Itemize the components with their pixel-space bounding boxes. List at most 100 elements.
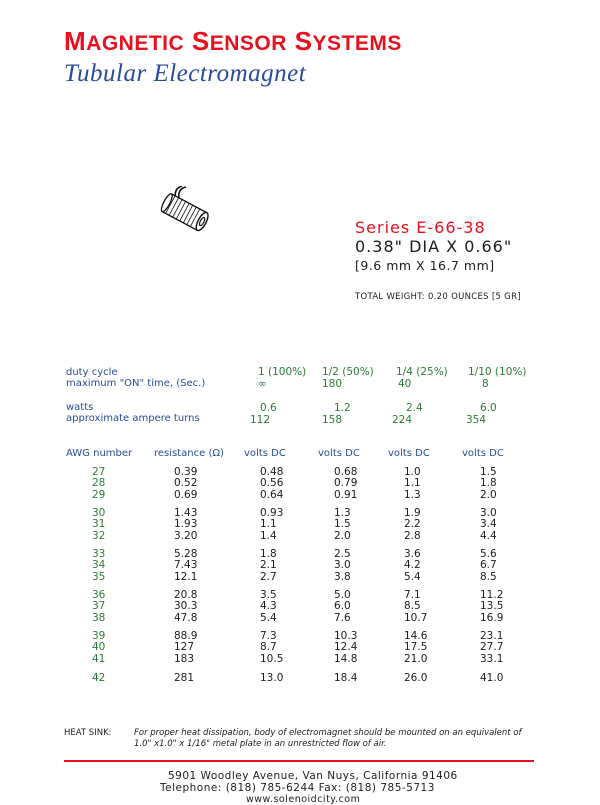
resistance-cell: 0.69 (174, 488, 198, 501)
volts-dc-cell: 0.64 (260, 488, 284, 501)
watts-value: 0.6 (260, 402, 277, 414)
volts-dc-cell: 1.8 (260, 548, 277, 560)
volts-dc-cell: 3.0 (334, 559, 351, 572)
volts-dc-cell: 27.7 (480, 641, 504, 654)
volts-dc-cell: 0.68 (334, 466, 358, 478)
awg-number-cell: 36 (92, 589, 106, 601)
volts-dc-cell: 8.5 (404, 600, 421, 613)
volts-dc-cell: 1.3 (404, 488, 421, 501)
ampere-turns-value: 112 (250, 414, 271, 426)
product-subtitle: Tubular Electromagnet (64, 60, 307, 87)
volts-dc-cell: 3.8 (334, 570, 351, 583)
volts-dc-cell: 1.0 (404, 466, 421, 478)
table-header-awg: AWG number (66, 448, 133, 459)
volts-dc-cell: 1.3 (334, 507, 351, 519)
ampere-turns-value: 158 (322, 414, 343, 426)
watts-label: watts (66, 402, 94, 413)
volts-dc-cell: 8.7 (260, 641, 277, 654)
duty-cycle-value: 1 (100%) (258, 366, 307, 378)
volts-dc-cell: 7.1 (404, 589, 421, 601)
awg-number-cell: 35 (92, 570, 106, 583)
awg-number-cell: 27 (92, 466, 106, 478)
duty-cycle-value: 1/10 (10%) (468, 366, 527, 378)
resistance-cell: 30.3 (174, 600, 198, 613)
resistance-cell: 0.39 (174, 466, 198, 478)
volts-dc-cell: 16.9 (480, 611, 504, 624)
footer-address: 5901 Woodley Avenue, Van Nuys, Californi… (168, 770, 458, 782)
volts-dc-cell: 17.5 (404, 641, 428, 654)
resistance-cell: 7.43 (174, 559, 198, 572)
volts-dc-cell: 12.4 (334, 641, 358, 654)
awg-number-cell: 33 (92, 548, 106, 560)
watts-value: 6.0 (480, 402, 497, 414)
volts-dc-cell: 2.0 (334, 529, 351, 542)
table-header-resistance: resistance (Ω) (154, 448, 224, 459)
volts-dc-cell: 8.5 (480, 570, 497, 583)
volts-dc-cell: 0.79 (334, 477, 358, 490)
resistance-cell: 88.9 (174, 630, 198, 642)
footer-phone: Telephone: (818) 785-6244 Fax: (818) 785… (160, 782, 435, 794)
volts-dc-cell: 2.2 (404, 518, 421, 531)
volts-dc-cell: 23.1 (480, 630, 504, 642)
volts-dc-cell: 10.3 (334, 630, 358, 642)
volts-dc-cell: 5.0 (334, 589, 351, 601)
awg-number-cell: 41 (92, 652, 106, 665)
volts-dc-cell: 5.4 (404, 570, 421, 583)
volts-dc-cell: 2.5 (334, 548, 351, 560)
awg-number-cell: 38 (92, 611, 106, 624)
resistance-cell: 12.1 (174, 570, 198, 583)
duty-cycle-value: 1/2 (50%) (322, 366, 374, 378)
company-name: MAGNETIC SENSOR SYSTEMS (64, 26, 402, 56)
volts-dc-cell: 1.5 (480, 466, 497, 478)
volts-dc-cell: 14.6 (404, 630, 428, 642)
volts-dc-cell: 3.5 (260, 589, 277, 601)
awg-number-cell: 29 (92, 488, 106, 501)
volts-dc-cell: 4.2 (404, 559, 421, 572)
resistance-cell: 281 (174, 672, 195, 684)
resistance-cell: 5.28 (174, 548, 198, 560)
max-on-time-label: maximum "ON" time, (Sec.) (66, 378, 206, 389)
volts-dc-cell: 4.3 (260, 600, 277, 613)
watts-value: 2.4 (406, 402, 423, 414)
table-header-volts: volts DC (388, 448, 430, 459)
ampere-turns-value: 224 (392, 414, 413, 426)
volts-dc-cell: 14.8 (334, 652, 358, 665)
on-time-value: 40 (398, 378, 412, 390)
volts-dc-cell: 18.4 (334, 672, 358, 684)
awg-number-cell: 30 (92, 507, 106, 519)
volts-dc-cell: 2.7 (260, 570, 277, 583)
volts-dc-cell: 33.1 (480, 652, 504, 665)
volts-dc-cell: 10.5 (260, 652, 284, 665)
resistance-cell: 3.20 (174, 529, 198, 542)
volts-dc-cell: 3.0 (480, 507, 497, 519)
volts-dc-cell: 2.0 (480, 488, 497, 501)
resistance-cell: 183 (174, 652, 195, 665)
awg-number-cell: 28 (92, 477, 106, 490)
volts-dc-cell: 0.91 (334, 488, 358, 501)
resistance-cell: 0.52 (174, 477, 198, 490)
volts-dc-cell: 6.7 (480, 559, 497, 572)
volts-dc-cell: 6.0 (334, 600, 351, 613)
awg-number-cell: 40 (92, 641, 106, 654)
on-time-value: ∞ (258, 378, 267, 390)
volts-dc-cell: 1.5 (334, 518, 351, 531)
volts-dc-cell: 5.6 (480, 548, 497, 560)
volts-dc-cell: 13.0 (260, 672, 284, 684)
duty-cycle-value: 1/4 (25%) (396, 366, 448, 378)
resistance-cell: 20.8 (174, 589, 198, 601)
volts-dc-cell: 10.7 (404, 611, 428, 624)
volts-dc-cell: 41.0 (480, 672, 504, 684)
heat-sink-label: HEAT SINK: (64, 728, 112, 738)
volts-dc-cell: 1.9 (404, 507, 421, 519)
electromagnet-icon (160, 186, 209, 232)
volts-dc-cell: 2.8 (404, 529, 421, 542)
ampere-turns-label: approximate ampere turns (66, 413, 200, 424)
awg-number-cell: 34 (92, 559, 106, 572)
volts-dc-cell: 1.8 (480, 477, 497, 490)
volts-dc-cell: 1.1 (260, 518, 277, 531)
volts-dc-cell: 13.5 (480, 600, 504, 613)
volts-dc-cell: 3.4 (480, 518, 497, 531)
table-header-volts: volts DC (462, 448, 504, 459)
table-header-volts: volts DC (244, 448, 286, 459)
series-label: Series E-66-38 (355, 218, 486, 237)
